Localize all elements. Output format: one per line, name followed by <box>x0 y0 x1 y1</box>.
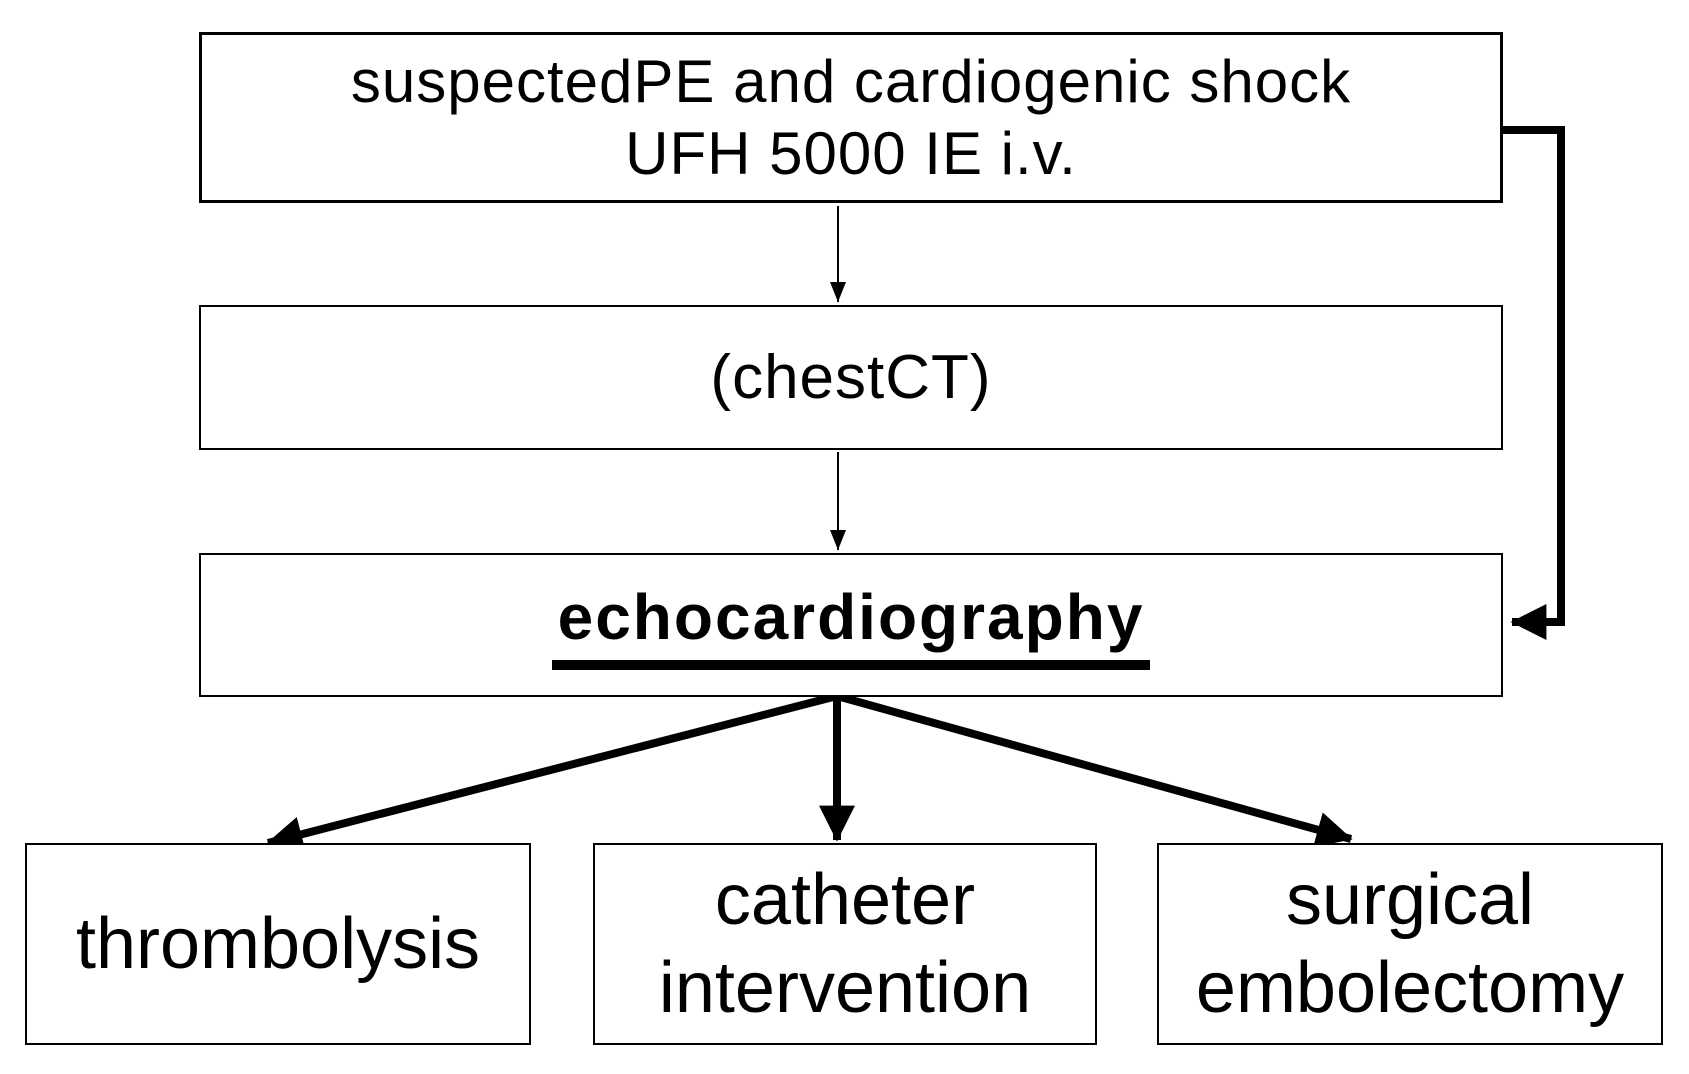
arrow-echo-to-thrombolysis <box>266 692 839 852</box>
arrow-bypass-start-to-echo <box>1503 126 1565 640</box>
arrow-echo-to-surgical <box>835 692 1353 848</box>
node-catheter-line1: catheter <box>714 860 976 940</box>
node-catheter-intervention: catheter intervention <box>593 843 1097 1045</box>
node-surgical-line2: embolectomy <box>1195 948 1625 1028</box>
node-suspected-pe-line2: UFH 5000 IE i.v. <box>625 119 1077 187</box>
node-surgical-embolectomy: surgical embolectomy <box>1157 843 1663 1045</box>
node-suspected-pe: suspectedPE and cardiogenic shock UFH 50… <box>199 32 1503 203</box>
node-echocardiography-label: echocardiography <box>551 580 1151 670</box>
node-chest-ct: (chestCT) <box>199 305 1503 450</box>
node-chest-ct-label: (chestCT) <box>710 343 992 412</box>
node-thrombolysis-label: thrombolysis <box>75 904 481 984</box>
node-thrombolysis: thrombolysis <box>25 843 531 1045</box>
node-surgical-line1: surgical <box>1285 860 1535 940</box>
node-suspected-pe-line1: suspectedPE and cardiogenic shock <box>350 47 1352 115</box>
node-echocardiography: echocardiography <box>199 553 1503 697</box>
node-catheter-line2: intervention <box>658 948 1032 1028</box>
